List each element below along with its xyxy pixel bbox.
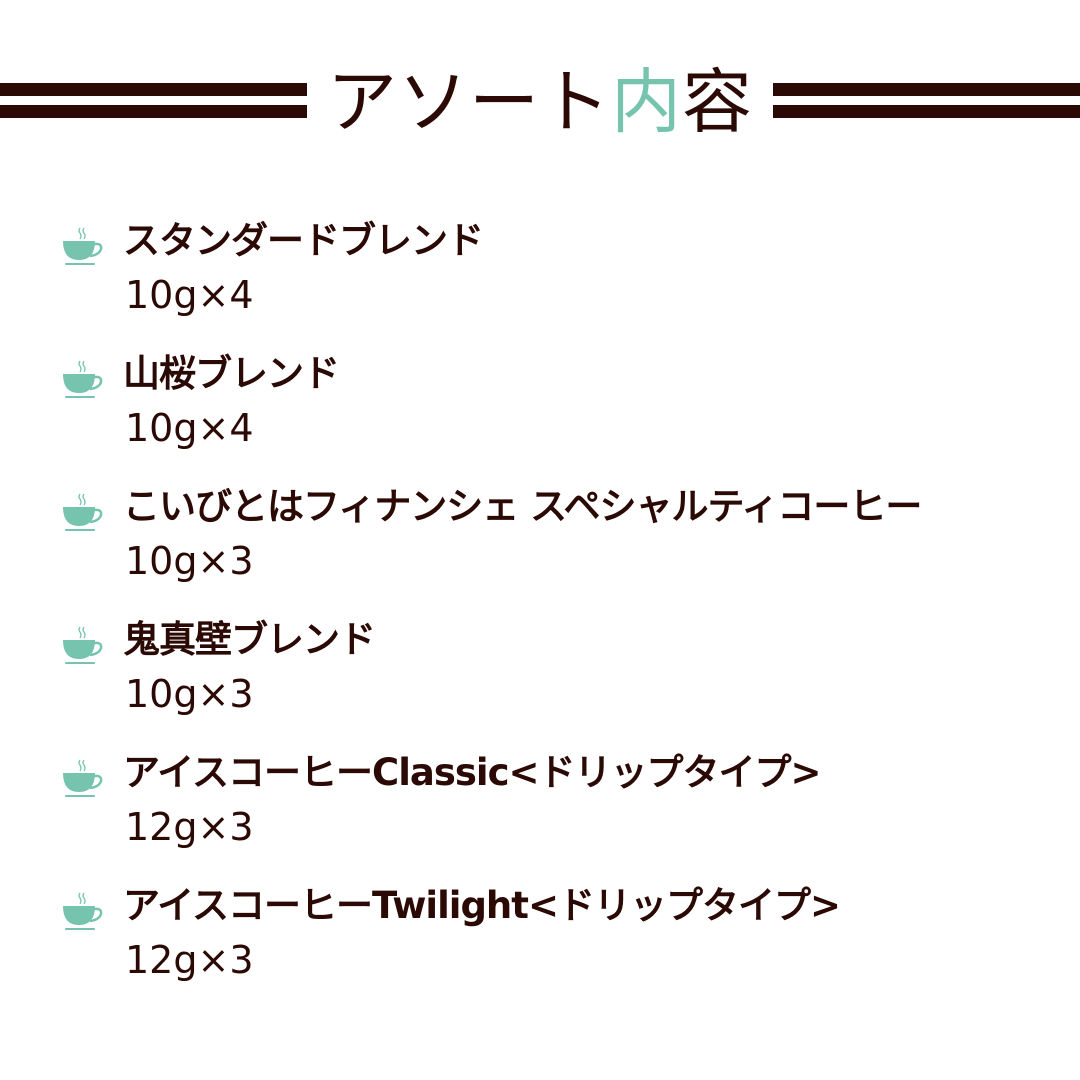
coffee-cup-icon <box>63 892 103 930</box>
item-amount: 12g×3 <box>125 938 254 982</box>
header-rule-right-bottom <box>773 105 1080 118</box>
coffee-cup-icon <box>63 626 103 664</box>
item-amount: 10g×4 <box>125 273 254 317</box>
item-name: 鬼真壁ブレンド <box>123 618 376 661</box>
title-end: 容 <box>682 61 753 143</box>
item-amount: 10g×3 <box>125 672 254 716</box>
item-amount: 12g×3 <box>125 805 254 849</box>
coffee-cup-icon <box>63 493 103 531</box>
item-name: 山桜ブレンド <box>123 352 340 395</box>
header-rule-left-bottom <box>0 105 307 118</box>
coffee-cup-icon <box>63 759 103 797</box>
item-name: アイスコーヒーClassic<ドリップタイプ> <box>123 751 822 794</box>
title-main: アソート <box>327 61 611 143</box>
item-name: スタンダードブレンド <box>123 219 484 262</box>
title-accent: 内 <box>611 61 682 143</box>
page-title: アソート内容 <box>0 52 1080 152</box>
item-name: こいびとはフィナンシェ スペシャルティコーヒー <box>123 485 922 528</box>
coffee-cup-icon <box>63 360 103 398</box>
item-amount: 10g×3 <box>125 539 254 583</box>
header-rule-left-top <box>0 83 307 96</box>
item-amount: 10g×4 <box>125 406 254 450</box>
item-name: アイスコーヒーTwilight<ドリップタイプ> <box>123 884 841 927</box>
header-rule-right-top <box>773 83 1080 96</box>
coffee-cup-icon <box>63 227 103 265</box>
